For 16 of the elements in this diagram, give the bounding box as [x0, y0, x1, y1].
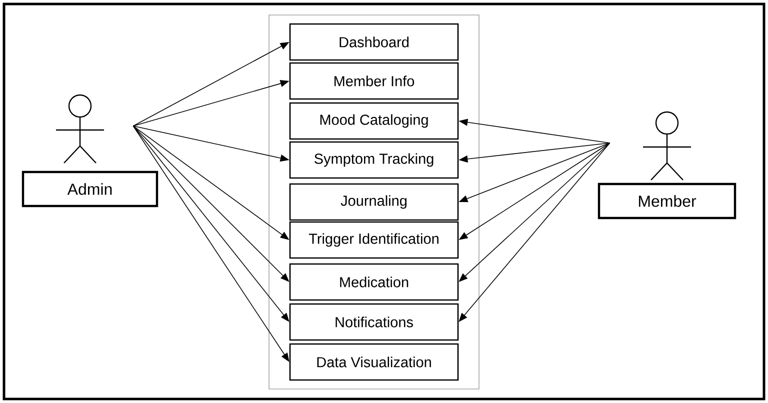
system-boundary — [268, 14, 480, 390]
use-case-box: Medication — [289, 263, 459, 301]
use-case-box: Data Visualization — [289, 343, 459, 381]
use-case-box: Member Info — [289, 62, 459, 100]
use-case-box: Symptom Tracking — [289, 141, 459, 179]
arrow — [132, 126, 290, 322]
actor-label-box: Member — [598, 182, 736, 220]
use-case-box: Notifications — [289, 303, 459, 341]
use-case-box: Mood Cataloging — [289, 102, 459, 140]
use-case-box: Dashboard — [289, 23, 459, 61]
actor-label-box: Admin — [22, 170, 158, 208]
use-case-box: Trigger Identification — [289, 221, 459, 259]
use-case-box: Journaling — [289, 183, 459, 221]
stick-figure — [642, 111, 692, 181]
arrow — [458, 142, 610, 322]
stick-figure — [55, 94, 105, 164]
